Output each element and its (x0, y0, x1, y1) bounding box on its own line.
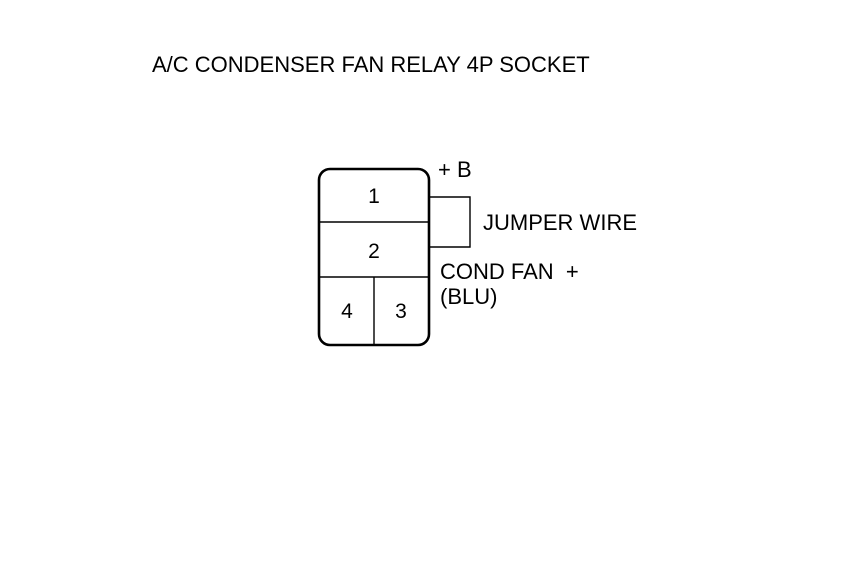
pin-1-label: 1 (368, 185, 380, 208)
plus-b-label: + B (438, 157, 472, 182)
jumper-wire-label: JUMPER WIRE (483, 210, 637, 235)
pin-2-label: 2 (368, 240, 380, 263)
pin-4-label: 4 (341, 300, 353, 323)
diagram-title: A/C CONDENSER FAN RELAY 4P SOCKET (152, 52, 590, 77)
pin-3-label: 3 (395, 300, 407, 323)
cond-fan-label: COND FAN + (440, 259, 579, 284)
wire-color-label: (BLU) (440, 284, 497, 309)
jumper-wire-line (429, 196, 471, 248)
